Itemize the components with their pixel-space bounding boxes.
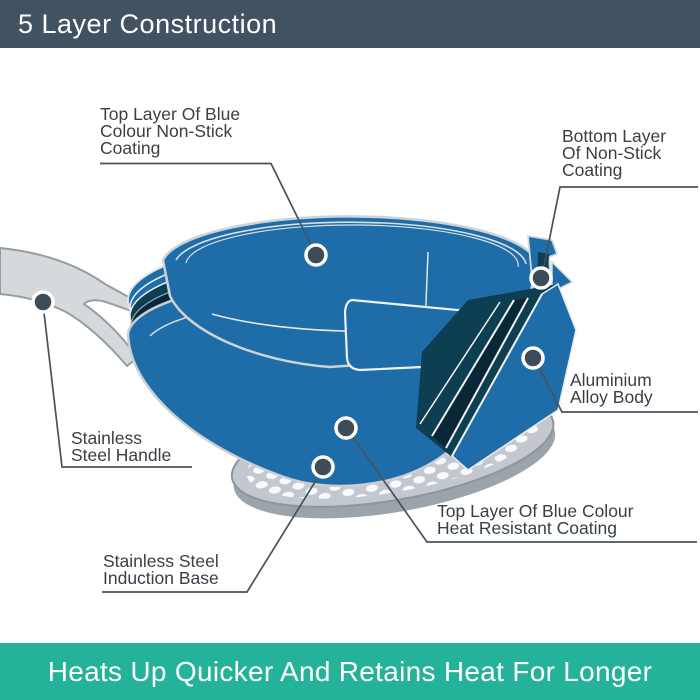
callout-label-induction-base: Stainless Steel Induction Base (103, 551, 219, 588)
callout-leader-lines (42, 162, 698, 593)
marker-heat-resistant (334, 416, 358, 440)
callout-label-top-nonstick: Top Layer Of Blue Colour Non-Stick Coati… (100, 104, 241, 158)
callout-label-heat-resistant: Top Layer Of Blue Colour Heat Resistant … (437, 501, 634, 538)
callout-label-aluminium-body: Aluminium Alloy Body (570, 370, 653, 407)
marker-aluminium-body (521, 346, 545, 370)
leader-heat-resistant (347, 429, 697, 543)
leader-top-nonstick (100, 162, 317, 256)
callout-label-steel-handle: Stainless Steel Handle (71, 428, 172, 465)
pan-handle (0, 246, 139, 368)
marker-top-nonstick (304, 243, 328, 267)
marker-steel-handle (31, 290, 55, 314)
marker-induction-base (311, 455, 335, 479)
callout-markers (31, 243, 553, 479)
leader-aluminium-body (534, 359, 698, 413)
footer-tagline: Heats Up Quicker And Retains Heat For Lo… (47, 656, 653, 687)
pan-cross-section (416, 282, 577, 471)
footer-bar: Heats Up Quicker And Retains Heat For Lo… (0, 643, 700, 700)
callout-label-bottom-nonstick: Bottom Layer Of Non-Stick Coating (562, 126, 667, 180)
leader-bottom-nonstick (541, 186, 698, 277)
header-bar: 5 Layer Construction (0, 0, 700, 48)
leader-steel-handle (42, 303, 192, 468)
marker-bottom-nonstick (529, 266, 553, 290)
leader-induction-base (102, 468, 324, 593)
page-title: 5 Layer Construction (18, 9, 278, 39)
